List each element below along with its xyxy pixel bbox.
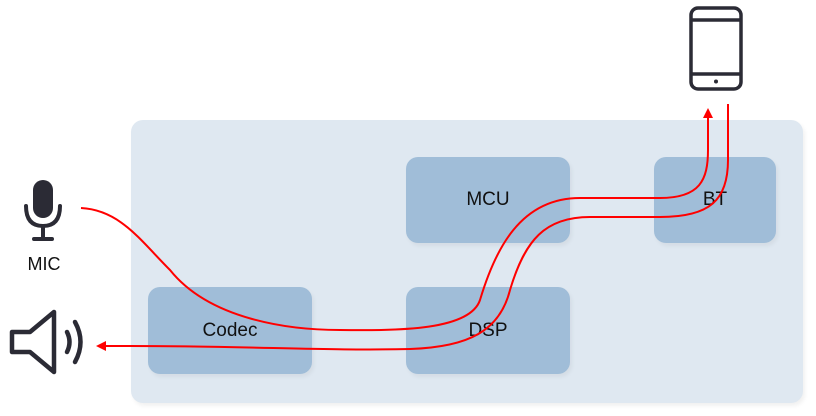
codec-block: Codec <box>148 287 312 374</box>
downlink-path <box>96 104 729 351</box>
dsp-label: DSP <box>468 319 508 341</box>
mic-label: MIC <box>27 254 61 274</box>
mcu-label: MCU <box>466 189 510 210</box>
speaker-icon <box>9 309 83 375</box>
dsp-block: DSP <box>406 287 570 374</box>
smartphone-icon <box>689 6 743 91</box>
mcu-block: MCU <box>406 157 570 243</box>
codec-label: Codec <box>202 319 258 341</box>
uplink-path <box>80 108 713 332</box>
microphone-icon <box>24 180 62 241</box>
